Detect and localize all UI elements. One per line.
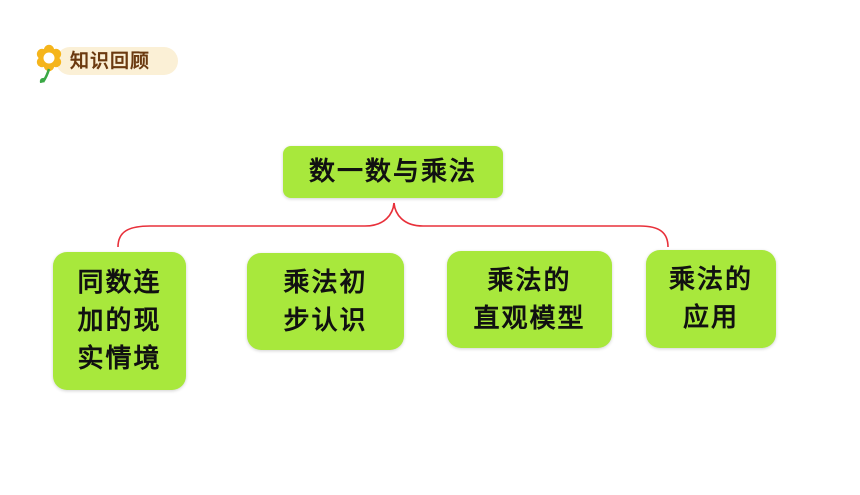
- child-label-2: 乘法初 步认识: [283, 267, 368, 336]
- child-node-3: 乘法的 直观模型: [447, 251, 612, 348]
- child-node-2: 乘法初 步认识: [247, 253, 404, 350]
- root-label: 数一数与乘法: [308, 157, 477, 187]
- child-label-1: 同数连 加的现 实情境: [77, 268, 162, 374]
- brace-right-arm: [393, 202, 669, 248]
- child-label-3: 乘法的 直观模型: [473, 265, 586, 334]
- child-label-4: 乘法的 应用: [668, 265, 753, 333]
- header-pill: [56, 47, 178, 75]
- brace-left-arm: [117, 202, 395, 248]
- header-title: 知识回顾: [70, 50, 151, 72]
- child-node-4: 乘法的 应用: [646, 250, 776, 348]
- child-node-1: 同数连 加的现 实情境: [53, 252, 186, 390]
- sunflower-icon: [36, 44, 62, 83]
- section-header: 知识回顾: [36, 42, 180, 83]
- root-node: 数一数与乘法: [283, 146, 503, 198]
